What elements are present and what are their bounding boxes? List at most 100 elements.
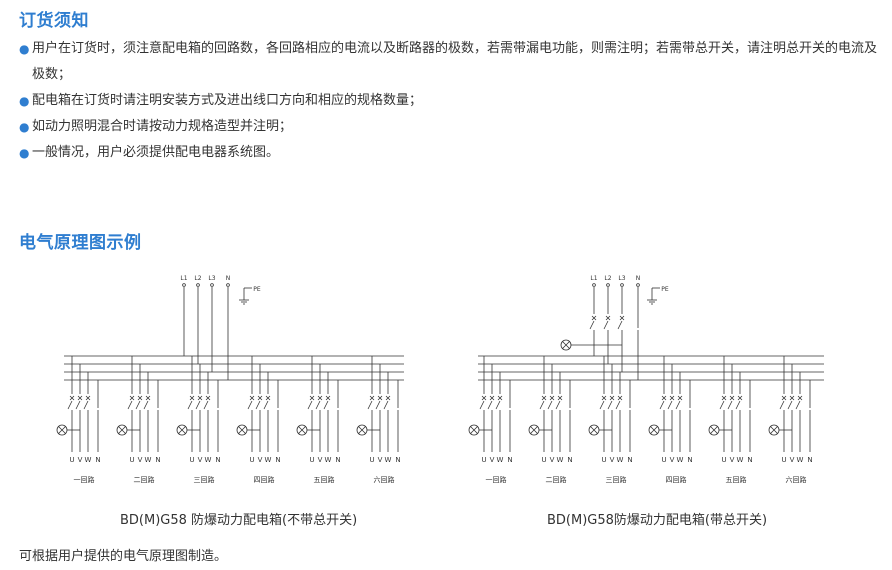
circuit-label: 一回路 [74, 475, 95, 484]
breaker-icon [497, 395, 503, 401]
phase-label: U [69, 456, 74, 464]
breaker-icon [375, 400, 381, 410]
breaker-icon [555, 400, 561, 410]
circuit-label: 五回路 [726, 475, 747, 484]
pe-label: PE [253, 286, 261, 293]
phase-label: V [198, 456, 203, 464]
phase-label: V [670, 456, 675, 464]
terminal-icon [210, 283, 214, 287]
circuit-label: 四回路 [254, 475, 275, 484]
breaker-icon [541, 395, 547, 401]
phase-label: W [145, 456, 152, 464]
breaker-icon [737, 395, 743, 401]
diagram-example-title: 电气原理图示例 [19, 233, 142, 253]
pe-label: PE [661, 286, 669, 293]
phase-label: N [567, 456, 572, 464]
breaker-icon [67, 400, 73, 410]
ordering-notes-list: ● 用户在订货时，须注意配电箱的回路数，各回路相应的电流以及断路器的极数，若需带漏… [19, 36, 879, 166]
lamp-icon-stroke [530, 426, 538, 434]
breaker-icon [675, 400, 681, 410]
breaker-icon [603, 320, 609, 330]
breaker-icon [255, 400, 261, 410]
breaker-icon [75, 400, 81, 410]
breaker-icon [203, 400, 209, 410]
lamp-icon-stroke [178, 426, 186, 434]
breaker-icon [383, 400, 389, 410]
note-text: 用户在订货时，须注意配电箱的回路数，各回路相应的电流以及断路器的极数，若需带漏电… [32, 41, 878, 82]
phase-label: U [129, 456, 134, 464]
phase-label: N [807, 456, 812, 464]
phase-label: W [265, 456, 272, 464]
breaker-icon [719, 400, 725, 410]
breaker-icon [615, 400, 621, 410]
phase-label: U [721, 456, 726, 464]
ordering-notice-title: 订货须知 [19, 11, 89, 31]
breaker-icon [489, 395, 495, 401]
breaker-icon [307, 400, 313, 410]
breaker-icon [779, 400, 785, 410]
circuit-label: 六回路 [786, 475, 807, 484]
phase-label: W [557, 456, 564, 464]
breaker-icon [369, 395, 375, 401]
lamp-icon-stroke [562, 341, 570, 349]
input-label-N: N [636, 275, 641, 282]
phase-label: U [369, 456, 374, 464]
breaker-icon [789, 395, 795, 401]
terminal-icon [182, 283, 186, 287]
breaker-icon [195, 400, 201, 410]
terminal-icon [196, 283, 200, 287]
breaker-icon [677, 395, 683, 401]
breaker-icon [669, 395, 675, 401]
terminal-icon [226, 283, 230, 287]
phase-label: V [318, 456, 323, 464]
circuit-label: 二回路 [546, 475, 567, 484]
breaker-icon [143, 400, 149, 410]
phase-label: W [497, 456, 504, 464]
phase-label: N [335, 456, 340, 464]
phase-label: W [677, 456, 684, 464]
breaker-icon [197, 395, 203, 401]
bullet-icon: ● [19, 120, 30, 134]
phase-label: V [550, 456, 555, 464]
phase-label: N [507, 456, 512, 464]
circuit-label: 三回路 [194, 475, 215, 484]
breaker-icon [727, 400, 733, 410]
phase-label: N [747, 456, 752, 464]
breaker-icon [137, 395, 143, 401]
terminal-icon [606, 283, 610, 287]
diagram-caption: BD(M)G58 防爆动力配电箱(不带总开关) [120, 513, 358, 528]
breaker-icon [69, 395, 75, 401]
phase-label: W [385, 456, 392, 464]
lamp-icon-stroke [710, 426, 718, 434]
breaker-icon [189, 395, 195, 401]
breaker-icon [599, 400, 605, 410]
input-label-N: N [226, 275, 231, 282]
breaker-icon [83, 400, 89, 410]
breaker-icon [323, 400, 329, 410]
phase-label: U [541, 456, 546, 464]
lamp-icon-stroke [298, 426, 306, 434]
breaker-icon [619, 315, 625, 321]
phase-label: N [155, 456, 160, 464]
note-item: ●配电箱在订货时请注明安装方式及进出线口方向和相应的规格数量； [19, 88, 879, 114]
diagram-caption: BD(M)G58防爆动力配电箱(带总开关) [547, 513, 768, 528]
lamp-icon-stroke [58, 426, 66, 434]
breaker-icon [729, 395, 735, 401]
lamp-icon-stroke [118, 426, 126, 434]
breaker-icon [735, 400, 741, 410]
breaker-icon [205, 395, 211, 401]
phase-label: W [797, 456, 804, 464]
breaker-icon [315, 400, 321, 410]
breaker-icon [605, 315, 611, 321]
circuit-label: 二回路 [134, 475, 155, 484]
input-label-L3: L3 [208, 275, 215, 282]
note-text: 如动力照明混合时请按动力规格造型并注明； [32, 119, 293, 134]
lamp-icon-stroke [238, 426, 246, 434]
breaker-icon [145, 395, 151, 401]
input-label-L1: L1 [590, 275, 597, 282]
note-item: ●用户在订货时，须注意配电箱的回路数，各回路相应的电流以及断路器的极数，若需带漏… [19, 36, 879, 88]
phase-label: U [781, 456, 786, 464]
circuit-label: 六回路 [374, 475, 395, 484]
